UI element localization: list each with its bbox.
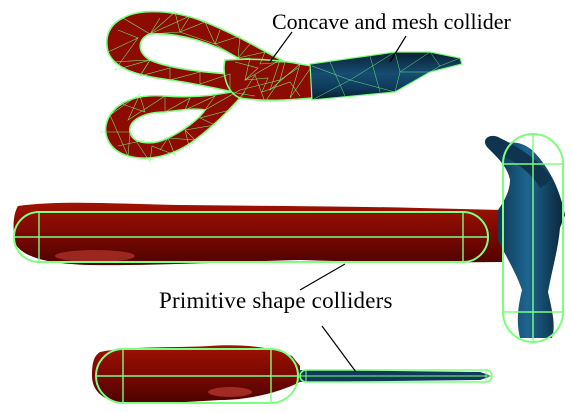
screwdriver-handle-highlight: [208, 387, 252, 397]
scissors-blade: [310, 52, 462, 100]
hammer-handle-highlight: [55, 250, 135, 262]
screwdriver: [92, 326, 492, 403]
label-concave-mesh-collider: Concave and mesh collider: [272, 9, 511, 35]
scissors-lower-loop: [106, 90, 245, 158]
label-primitive-shape-colliders: Primitive shape colliders: [159, 288, 393, 314]
leader-line-screwdriver: [322, 326, 356, 372]
leader-line-hammer: [300, 264, 345, 290]
leader-line-mesh: [270, 32, 292, 62]
